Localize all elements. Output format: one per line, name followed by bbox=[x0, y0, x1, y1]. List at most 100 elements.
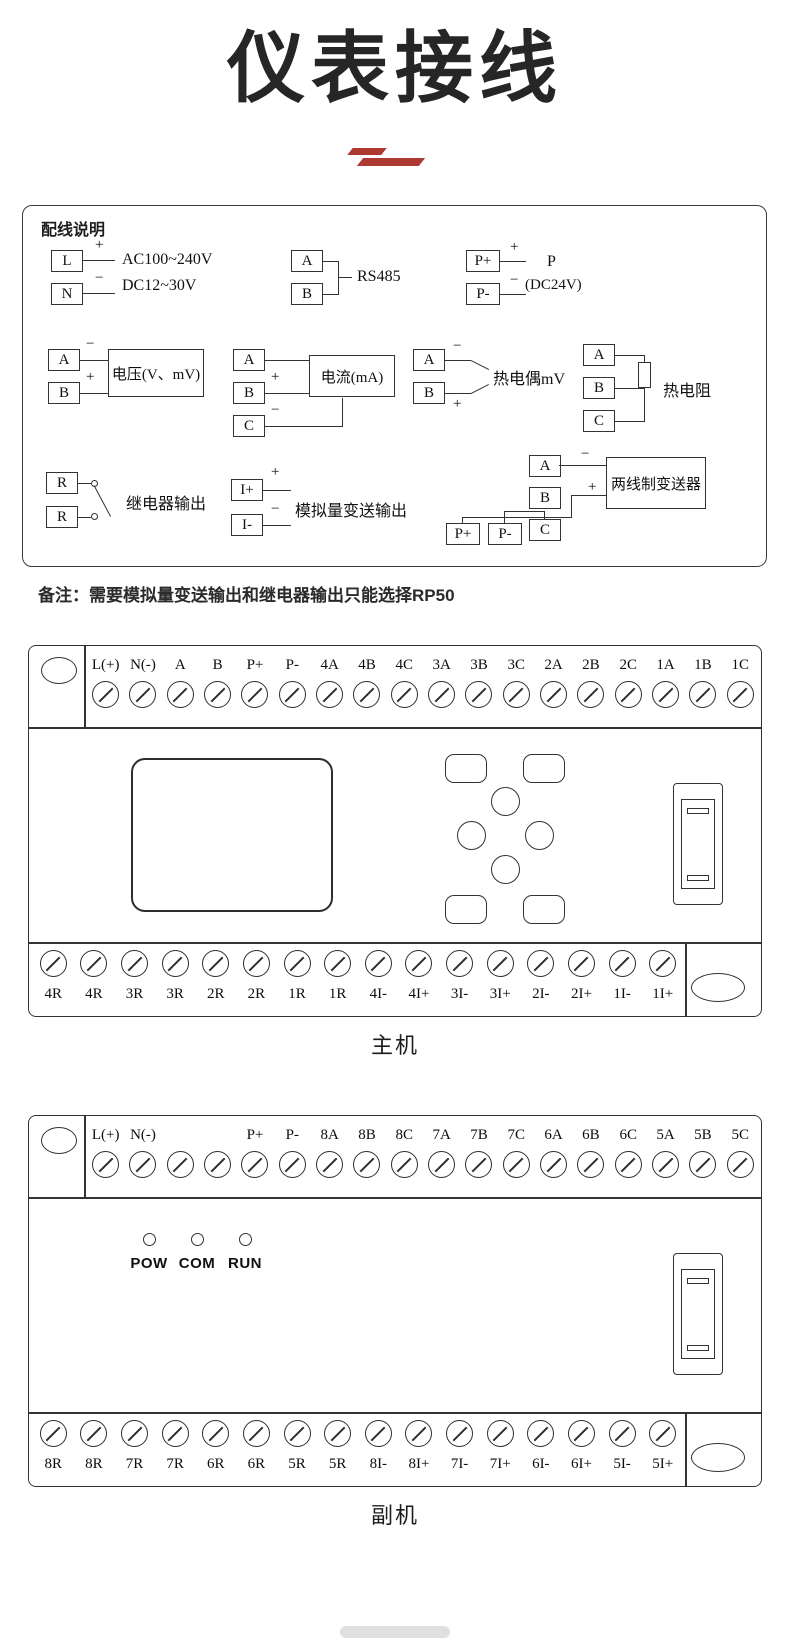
divider bbox=[29, 727, 761, 729]
programming-port bbox=[673, 783, 723, 905]
screw-terminal-icon bbox=[39, 950, 67, 977]
relay-label: 继电器输出 bbox=[126, 496, 207, 513]
led-indicator-icon bbox=[238, 1233, 252, 1246]
wire bbox=[644, 388, 646, 422]
terminal-label: 1I+ bbox=[652, 986, 674, 1002]
terminal-label: 4R bbox=[44, 986, 63, 1002]
terminal-column: 8I+ bbox=[399, 1420, 440, 1484]
terminal-label: 3I+ bbox=[489, 986, 511, 1002]
screw-terminal-icon bbox=[283, 950, 311, 977]
plus-sign: + bbox=[86, 369, 95, 385]
terminal-label: 1B bbox=[694, 657, 712, 673]
screw-terminal-icon bbox=[242, 1420, 270, 1447]
minus-sign: − bbox=[581, 446, 590, 462]
voltage-box: 电压(V、mV) bbox=[108, 349, 204, 397]
screw-terminal-icon bbox=[316, 681, 344, 708]
screw-terminal-icon bbox=[364, 950, 392, 977]
terminal-column: 7I- bbox=[439, 1420, 480, 1484]
terminal-column: 5C bbox=[722, 1125, 759, 1193]
terminal-label: 5C bbox=[731, 1127, 749, 1143]
wire bbox=[500, 294, 526, 296]
screw-terminal-icon bbox=[278, 1151, 306, 1178]
minus-sign: − bbox=[510, 272, 519, 288]
terminal-label: 4R bbox=[85, 986, 103, 1002]
wiring-box-heading: 配线说明 bbox=[41, 222, 106, 239]
terminal-column bbox=[162, 1125, 199, 1193]
wire bbox=[559, 465, 606, 467]
screw-terminal-icon bbox=[465, 681, 493, 708]
screw-terminal-icon bbox=[278, 681, 306, 708]
sub-unit-panel: L(+) N(-) P+ P- 8A 8B bbox=[28, 1115, 762, 1487]
down-key bbox=[491, 855, 520, 884]
up-key bbox=[491, 787, 520, 816]
terminal-label: 6B bbox=[582, 1127, 600, 1143]
terminal-label: 6R bbox=[207, 1456, 225, 1472]
terminal-box-B: B bbox=[583, 377, 615, 399]
screw-terminal-icon bbox=[540, 681, 568, 708]
terminal-column: N(-) bbox=[124, 1125, 161, 1193]
terminal-column: 7C bbox=[498, 1125, 535, 1193]
terminal-column: B bbox=[199, 655, 236, 723]
terminal-column: 5I+ bbox=[642, 1420, 683, 1484]
screw-terminal-icon bbox=[92, 1151, 120, 1178]
screw-terminal-icon bbox=[166, 1151, 194, 1178]
terminal-label: 4B bbox=[358, 657, 376, 673]
terminal-column: 8I- bbox=[358, 1420, 399, 1484]
terminal-label: 6C bbox=[619, 1127, 638, 1143]
wire bbox=[470, 383, 490, 395]
terminal-column: 1A bbox=[647, 655, 684, 723]
main-top-terminal-row: L(+) N(-) A B P+ P- 4A 4B bbox=[87, 655, 759, 723]
terminal-label: P- bbox=[285, 657, 299, 673]
wire bbox=[504, 511, 545, 513]
terminal-label: 5A bbox=[656, 1127, 675, 1143]
terminal-column: 7R bbox=[114, 1420, 155, 1484]
wire bbox=[78, 483, 91, 485]
terminal-box-Iminus: I- bbox=[231, 514, 263, 536]
mounting-hole bbox=[41, 657, 77, 684]
sub-top-terminal-row: L(+) N(-) P+ P- 8A 8B bbox=[87, 1125, 759, 1193]
terminal-label: 8I+ bbox=[408, 1456, 430, 1472]
led-label: RUN bbox=[228, 1255, 262, 1272]
terminal-label: 3C bbox=[507, 657, 526, 673]
screw-terminal-icon bbox=[502, 1151, 530, 1178]
wiring-instructions-box: 配线说明 L + N − AC100~240V DC12~30V A B RS4… bbox=[22, 205, 767, 567]
terminal-box-A: A bbox=[48, 349, 80, 371]
terminal-label: 2B bbox=[582, 657, 600, 673]
terminal-column: L(+) bbox=[87, 655, 124, 723]
terminal-column bbox=[199, 1125, 236, 1193]
p-label: P bbox=[547, 253, 556, 270]
screw-terminal-icon bbox=[726, 1151, 754, 1178]
screw-terminal-icon bbox=[92, 681, 120, 708]
screw-terminal-icon bbox=[428, 1151, 456, 1178]
terminal-label: 5I+ bbox=[652, 1456, 674, 1472]
terminal-label: 7A bbox=[432, 1127, 451, 1143]
screw-terminal-icon bbox=[283, 1420, 311, 1447]
terminal-label: 1R bbox=[328, 986, 347, 1002]
led-indicator-row: POW COM RUN bbox=[127, 1233, 267, 1272]
terminal-box-B: B bbox=[529, 487, 561, 509]
terminal-box-B: B bbox=[413, 382, 445, 404]
wire bbox=[462, 517, 572, 519]
screw-terminal-icon bbox=[486, 1420, 514, 1447]
terminal-column: 4A bbox=[311, 655, 348, 723]
plus-sign: + bbox=[95, 237, 104, 253]
screw-terminal-icon bbox=[121, 950, 149, 977]
scroll-indicator-pill bbox=[340, 1626, 450, 1638]
screw-terminal-icon bbox=[161, 1420, 189, 1447]
terminal-column: 2I- bbox=[521, 950, 562, 1014]
screw-terminal-icon bbox=[353, 681, 381, 708]
wire bbox=[544, 511, 546, 520]
screw-terminal-icon bbox=[166, 681, 194, 708]
wire bbox=[615, 388, 645, 390]
terminal-label: 8R bbox=[85, 1456, 103, 1472]
screw-terminal-icon bbox=[527, 950, 555, 977]
terminal-label: 4I- bbox=[369, 986, 388, 1002]
screw-terminal-icon bbox=[577, 681, 605, 708]
led-indicator-icon bbox=[190, 1233, 204, 1246]
terminal-box-N: N bbox=[51, 283, 83, 305]
screw-terminal-icon bbox=[129, 681, 157, 708]
terminal-box-B: B bbox=[48, 382, 80, 404]
terminal-label: 8I- bbox=[369, 1456, 388, 1472]
plus-sign: + bbox=[510, 239, 519, 255]
